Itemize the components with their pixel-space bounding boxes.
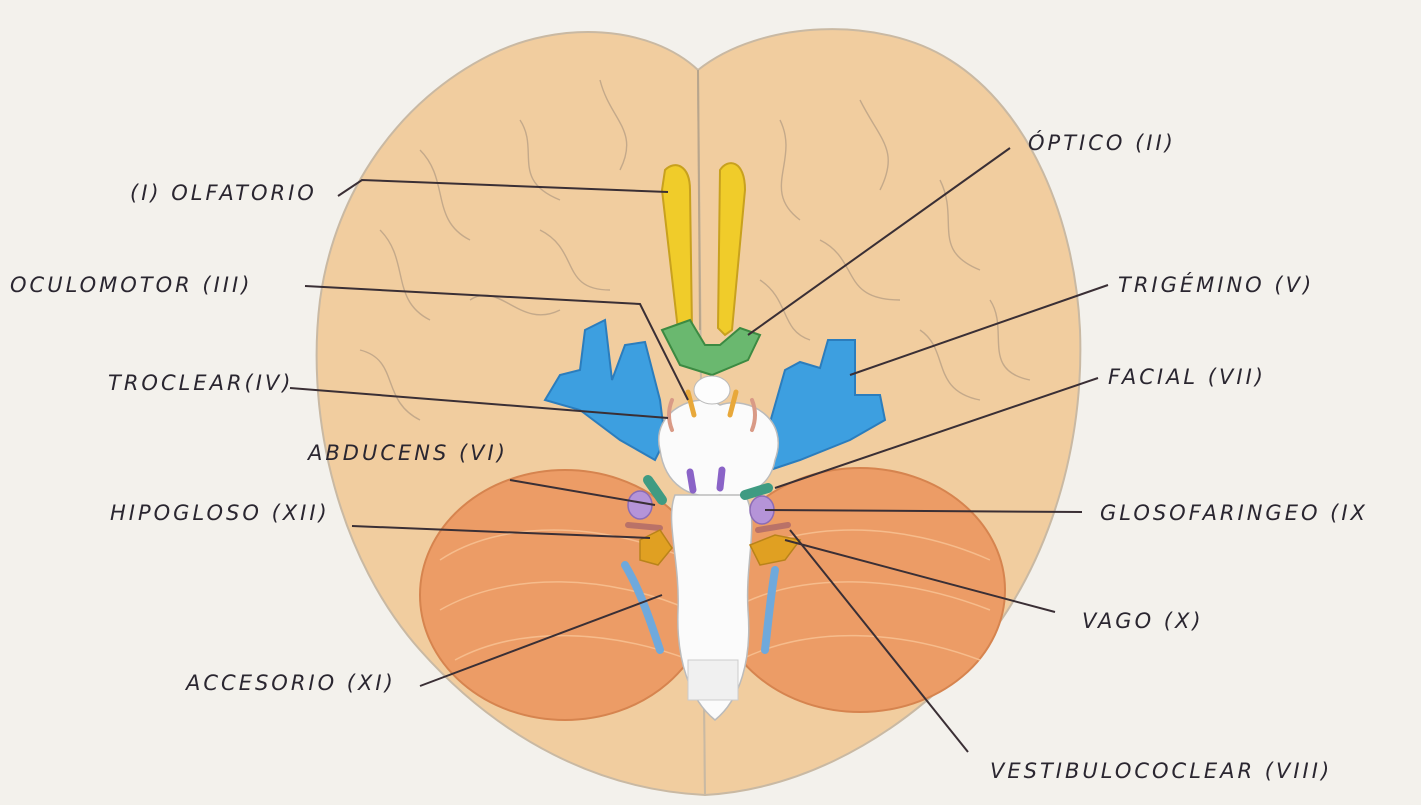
label-vago: VAGO (X) [1082, 609, 1204, 633]
label-hipogloso: HIPOGLOSO (XII) [110, 501, 330, 525]
label-vestibulococlear: VESTIBULOCOCLEAR (VIII) [990, 759, 1332, 783]
label-glosofaringeo: GLOSOFARINGEO (IX [1100, 501, 1368, 525]
hypophysis [694, 376, 730, 404]
label-oculomotor: OCULOMOTOR (III) [10, 273, 252, 297]
cerebellum-left [420, 470, 710, 720]
medulla-base [688, 660, 738, 700]
label-troclear: TROCLEAR(IV) [108, 371, 293, 395]
label-facial: FACIAL (VII) [1108, 365, 1266, 389]
label-optico: ÓPTICO (II) [1028, 130, 1176, 155]
label-accesorio: ACCESORIO (XI) [184, 671, 396, 695]
label-olfatorio: (I) OLFATORIO [130, 181, 317, 205]
label-trigemino: TRIGÉMINO (V) [1118, 272, 1314, 297]
label-abducens: ABDUCENS (VI) [306, 441, 508, 465]
